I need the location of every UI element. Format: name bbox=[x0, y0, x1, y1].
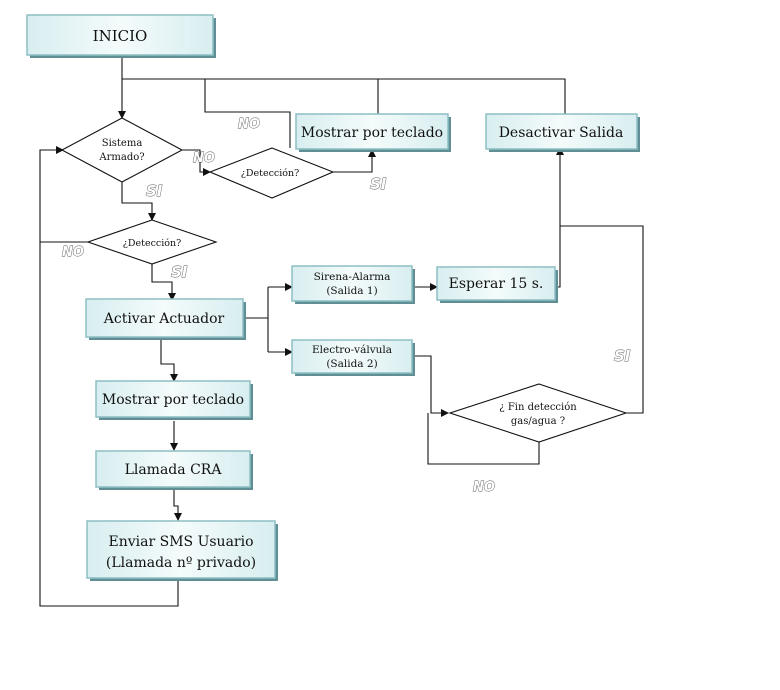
box-mostrar-bottom: Mostrar por teclado bbox=[95, 380, 253, 420]
box-llamada: Llamada CRA bbox=[95, 450, 253, 490]
box-activar: Activar Actuador bbox=[85, 298, 246, 340]
box-sirena: Sirena-Alarma (Salida 1) bbox=[291, 265, 415, 304]
sistema-label-1: Sistema bbox=[102, 138, 143, 149]
si-label-deteccion-left: SI bbox=[171, 263, 188, 281]
no-label-top: NO bbox=[238, 117, 260, 132]
fin-label-2: gas/agua ? bbox=[511, 416, 565, 427]
fin-label-1: ¿ Fin detección bbox=[499, 402, 577, 413]
box-electro: Electro-válvula (Salida 2) bbox=[291, 339, 415, 376]
sirena-label-2: (Salida 1) bbox=[326, 285, 377, 297]
box-inicio: INICIO bbox=[26, 14, 216, 58]
sirena-label-1: Sirena-Alarma bbox=[314, 271, 391, 283]
electro-label-2: (Salida 2) bbox=[326, 358, 377, 370]
sistema-label-2: Armado? bbox=[98, 152, 144, 163]
mostrar-top-label: Mostrar por teclado bbox=[301, 125, 443, 141]
no-label-fin: NO bbox=[473, 480, 495, 495]
decision-fin-deteccion: ¿ Fin detección gas/agua ? bbox=[448, 383, 628, 443]
branch-labels: NO NO SI SI NO SI SI NO bbox=[62, 117, 632, 496]
enviar-label-2: (Llamada nº privado) bbox=[106, 555, 256, 571]
box-desactivar: Desactivar Salida bbox=[485, 113, 640, 152]
deteccion-right-label: ¿Detección? bbox=[241, 168, 299, 179]
si-label-fin: SI bbox=[614, 347, 631, 365]
box-esperar: Esperar 15 s. bbox=[436, 266, 558, 303]
electro-label-1: Electro-válvula bbox=[312, 344, 392, 356]
decision-deteccion-left: ¿Detección? bbox=[86, 219, 218, 265]
mostrar-bottom-label: Mostrar por teclado bbox=[102, 392, 244, 408]
no-label-deteccion-left: NO bbox=[62, 245, 84, 260]
activar-label: Activar Actuador bbox=[103, 311, 225, 327]
no-label-sistema: NO bbox=[193, 151, 215, 166]
inicio-label: INICIO bbox=[93, 27, 148, 45]
decision-sistema-armado: Sistema Armado? bbox=[60, 117, 184, 183]
box-enviar: Enviar SMS Usuario (Llamada nº privado) bbox=[86, 520, 278, 581]
llamada-label: Llamada CRA bbox=[125, 462, 223, 478]
connector-lines bbox=[39, 58, 644, 607]
decision-deteccion-right: ¿Detección? bbox=[208, 147, 335, 199]
enviar-label-1: Enviar SMS Usuario bbox=[108, 534, 253, 550]
esperar-label: Esperar 15 s. bbox=[449, 276, 544, 292]
si-label-sistema: SI bbox=[146, 182, 163, 200]
deteccion-left-label: ¿Detección? bbox=[123, 238, 181, 249]
desactivar-label: Desactivar Salida bbox=[499, 125, 624, 141]
si-label-deteccion-right: SI bbox=[370, 175, 387, 193]
box-mostrar-top: Mostrar por teclado bbox=[295, 113, 451, 152]
